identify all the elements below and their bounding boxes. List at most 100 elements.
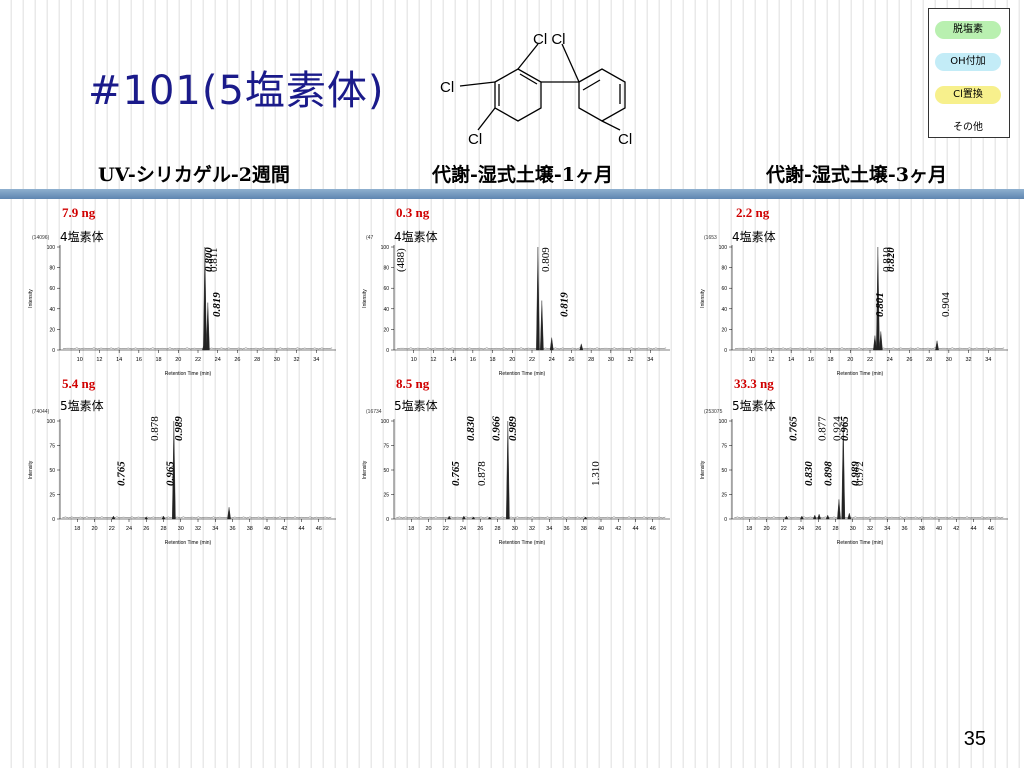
peak-annotation: 0.801 [874,292,886,317]
pcb-structure-diagram: Cl Cl Cl Cl Cl [440,31,632,148]
y-tick-label: 80 [721,266,727,272]
column-header-soil-3months: 代謝-湿式土壌-3ヶ月 [766,164,947,186]
peak-annotation: 0.809 [540,247,552,272]
chromatogram-peak [172,420,176,520]
peak-annotation: 0.765 [115,461,127,486]
chromatogram-peak [583,516,588,520]
x-tick-label: 34 [546,526,552,532]
y-tick-label: 100 [719,245,728,251]
baseline-trace [396,516,666,519]
x-tick-label: 44 [632,526,638,532]
y-tick-label: 75 [721,444,727,450]
x-tick-label: 20 [175,357,181,363]
chlorination-label: 5塩素体 [60,398,104,413]
x-tick-label: 22 [443,526,449,532]
x-tick-label: 20 [91,526,97,532]
x-axis-label: Retention Time (min) [837,371,884,377]
chromatogram-peak [447,515,452,520]
peak-annotation: 0.965 [839,416,851,441]
x-tick-label: 26 [477,526,483,532]
x-tick-label: 28 [254,357,260,363]
amount-label: 8.5 ng [396,376,430,391]
x-tick-label: 44 [298,526,304,532]
chromatogram-peak [837,499,841,520]
x-tick-label: 32 [966,357,972,363]
x-tick-label: 10 [77,357,83,363]
x-tick-label: 14 [788,357,794,363]
total-count: (47 [366,235,373,241]
peak-annotation: 0.904 [940,292,952,317]
chromatogram-peak [935,340,939,351]
amount-label: 33.3 ng [734,376,774,391]
y-tick-label: 25 [721,493,727,499]
chromatogram-peak [879,331,883,351]
x-tick-label: 20 [847,357,853,363]
amount-label: 7.9 ng [62,205,96,220]
x-tick-label: 24 [215,357,221,363]
x-tick-label: 32 [867,526,873,532]
y-tick-label: 0 [724,517,727,523]
x-tick-label: 20 [509,357,515,363]
y-tick-label: 0 [724,348,727,354]
chlorination-label: 5塩素体 [394,398,438,413]
chromatogram-peak [144,516,149,520]
peak-annotation: 0.811 [208,248,220,272]
y-tick-label: 0 [52,348,55,354]
x-tick-label: 34 [985,357,991,363]
peak-annotation: 0.819 [211,292,223,317]
peak-annotation: 0.765 [450,461,462,486]
x-tick-label: 42 [953,526,959,532]
x-tick-label: 18 [408,526,414,532]
x-tick-label: 38 [919,526,925,532]
legend-box: 脱塩素 OH付加 Cl置換 その他 [928,8,1010,138]
x-tick-label: 26 [143,526,149,532]
y-axis-label: Intensity [28,460,34,479]
x-tick-label: 30 [274,357,280,363]
x-tick-label: 16 [470,357,476,363]
structure-cl-bottom-left: Cl [468,131,482,148]
peak-annotation: 0.800 [203,247,215,272]
x-tick-label: 28 [588,357,594,363]
y-tick-label: 50 [49,468,55,474]
x-tick-label: 20 [763,526,769,532]
y-tick-label: 25 [383,493,389,499]
x-tick-label: 28 [926,357,932,363]
x-tick-label: 36 [229,526,235,532]
peak-annotation: 0.877 [817,416,829,441]
x-tick-label: 34 [647,357,653,363]
structure-cl-bottom-right: Cl [618,131,632,148]
x-tick-label: 22 [195,357,201,363]
baseline-trace [734,516,1004,519]
chromatogram-peak [825,514,830,520]
baseline-trace [734,347,1005,350]
x-tick-label: 36 [901,526,907,532]
peak-annotation: 0.924 [831,416,843,441]
page-title: #101(5塩素体) [88,68,385,114]
y-tick-label: 0 [386,517,389,523]
x-tick-label: 18 [828,357,834,363]
x-axis-label: Retention Time (min) [165,540,212,546]
total-count: (1653 [704,235,717,241]
chromatogram-peak [799,515,804,520]
chlorination-label: 4塩素体 [732,229,776,244]
peak-annotation: 0.898 [823,461,835,486]
x-tick-label: 26 [815,526,821,532]
x-tick-label: 40 [936,526,942,532]
baseline-trace [62,347,333,350]
x-tick-label: 22 [781,526,787,532]
y-tick-label: 60 [49,286,55,292]
y-tick-label: 80 [383,266,389,272]
peak-annotation: 1.310 [590,461,602,486]
peak-annotation: 0.965 [165,461,177,486]
x-tick-label: 18 [490,357,496,363]
y-axis-label: Intensity [28,289,34,308]
chromatogram-peak [876,246,880,351]
y-axis-label: Intensity [700,289,706,308]
x-tick-label: 12 [430,357,436,363]
y-tick-label: 40 [49,307,55,313]
peak-annotation: 0.878 [476,461,488,486]
